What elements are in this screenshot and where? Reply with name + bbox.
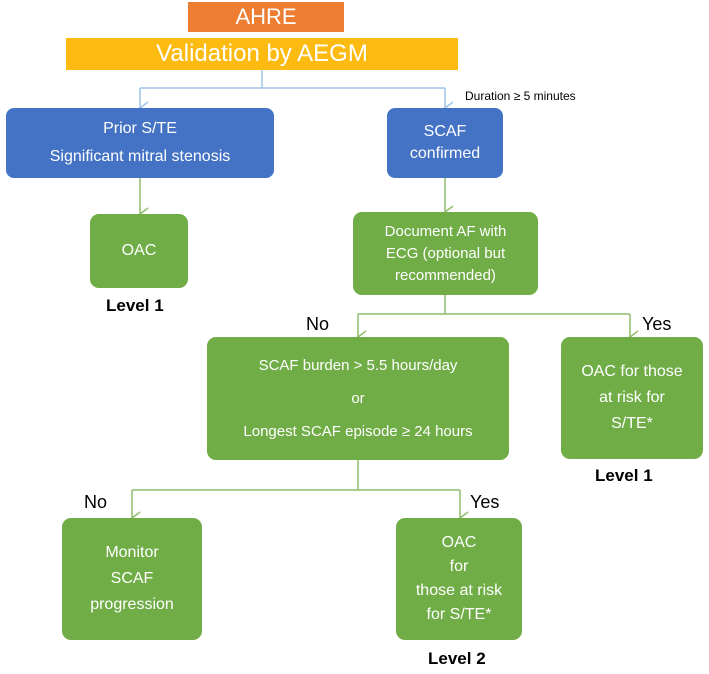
oac-bottom-line-1: OAC (441, 534, 477, 551)
prior-ste-box: Prior S/TE Significant mitral stenosis (6, 108, 274, 178)
prior-ste-line-1: Prior S/TE (103, 120, 177, 137)
oac-bottom-line-2: for (449, 558, 469, 575)
scaf-confirmed-line-1: SCAF (423, 123, 467, 140)
level-1-right: Level 1 (595, 466, 653, 485)
scaf-burden-box: SCAF burden > 5.5 hours/day or Longest S… (207, 337, 509, 460)
scaf-burden-line-2: or (351, 390, 365, 407)
oac-right-box: OAC for those at risk for S/TE* (561, 337, 703, 459)
validation-bar: Validation by AEGM (66, 38, 458, 70)
oac-right-line-3: S/TE* (611, 415, 653, 432)
document-af-line-3: recommended) (395, 266, 496, 284)
document-af-line-2: ECG (optional but (385, 244, 506, 262)
no-label-top: No (306, 314, 330, 334)
document-af-line-1: Document AF with (384, 222, 507, 240)
oac-right-line-1: OAC for those (581, 363, 683, 380)
ahre-title: AHRE (235, 4, 297, 29)
level-1-left: Level 1 (106, 296, 164, 315)
oac-left-box: OAC (90, 214, 188, 288)
scaf-confirmed-line-2: confirmed (409, 145, 481, 162)
oac-bottom-line-4: for S/TE* (426, 606, 492, 623)
monitor-scaf-box: Monitor SCAF progression (62, 518, 202, 640)
yes-label-bottom: Yes (470, 492, 500, 512)
oac-bottom-box: OAC for those at risk for S/TE* (396, 518, 522, 640)
level-2: Level 2 (428, 649, 486, 668)
monitor-line-2: SCAF (110, 570, 154, 587)
oac-bottom-line-3: those at risk (415, 582, 503, 599)
prior-ste-line-2: Significant mitral stenosis (49, 148, 231, 165)
no-label-bottom: No (84, 492, 108, 512)
ahre-box: AHRE (188, 2, 344, 32)
scaf-burden-line-3: Longest SCAF episode ≥ 24 hours (243, 423, 473, 440)
yes-label-top: Yes (642, 314, 672, 334)
oac-left-text: OAC (121, 242, 157, 259)
oac-right-line-2: at risk for (599, 389, 665, 406)
validation-title: Validation by AEGM (156, 40, 368, 67)
monitor-line-3: progression (90, 596, 174, 613)
document-af-box: Document AF with ECG (optional but recom… (353, 212, 538, 295)
scaf-confirmed-box: SCAF confirmed (387, 108, 503, 178)
scaf-burden-line-1: SCAF burden > 5.5 hours/day (258, 357, 458, 374)
monitor-line-1: Monitor (105, 544, 159, 561)
duration-note: Duration ≥ 5 minutes (465, 89, 576, 103)
